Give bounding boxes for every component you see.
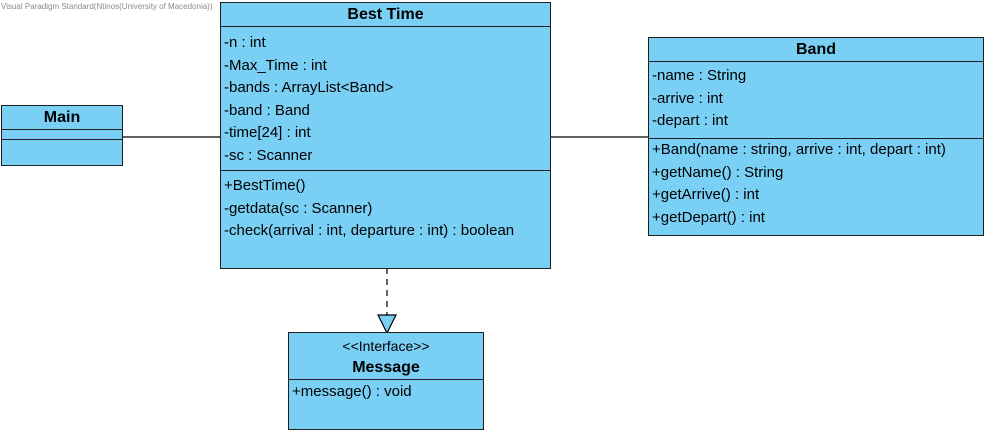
operation-row: +getName() : String [652, 163, 784, 181]
class-main-name: Main [2, 106, 122, 130]
attribute-row: -bands : ArrayList<Band> [224, 79, 394, 96]
class-best-time-operations: +BestTime() -getdata(sc : Scanner) -chec… [221, 171, 550, 243]
attribute-row: -sc : Scanner [224, 146, 313, 164]
operation-row: -getdata(sc : Scanner) [224, 199, 373, 217]
class-best-time[interactable]: Best Time -n : int -Max_Time : int -band… [220, 2, 551, 269]
class-main[interactable]: Main [1, 105, 123, 166]
operation-row: +Band(name : string, arrive : int, depar… [652, 141, 946, 158]
class-band-attributes: -name : String -arrive : int -depart : i… [649, 62, 983, 139]
operation-row: +BestTime() [224, 177, 306, 194]
attribute-row: -Max_Time : int [224, 56, 327, 74]
attribute-row: -n : int [224, 34, 266, 51]
interface-message-name: Message [352, 359, 420, 376]
operation-row: -check(arrival : int, departure : int) :… [224, 222, 515, 239]
class-band-name: Band [649, 38, 983, 62]
operation-row: +message() : void [292, 383, 412, 400]
class-band-operations: +Band(name : string, arrive : int, depar… [649, 139, 983, 229]
watermark: Visual Paradigm Standard(Ntinos(Universi… [1, 2, 213, 11]
attribute-row: -name : String [652, 67, 747, 84]
attribute-row: -band : Band [224, 101, 310, 119]
operation-row: +getArrive() : int [652, 186, 760, 203]
attribute-row: -time[24] : int [224, 124, 311, 141]
attribute-row: -arrive : int [652, 89, 723, 107]
realization-arrowhead [377, 314, 397, 335]
interface-stereotype: <<Interface>> [342, 338, 430, 354]
class-best-time-attributes: -n : int -Max_Time : int -bands : ArrayL… [221, 27, 550, 171]
interface-message-header: <<Interface>> Message [289, 333, 483, 380]
interface-message[interactable]: <<Interface>> Message +message() : void [288, 332, 484, 430]
interface-message-operations: +message() : void [289, 380, 483, 404]
class-main-attributes [2, 130, 122, 140]
class-best-time-name: Best Time [221, 3, 550, 27]
operation-row: +getDepart() : int [652, 208, 765, 226]
attribute-row: -depart : int [652, 112, 728, 129]
class-band[interactable]: Band -name : String -arrive : int -depar… [648, 37, 984, 236]
